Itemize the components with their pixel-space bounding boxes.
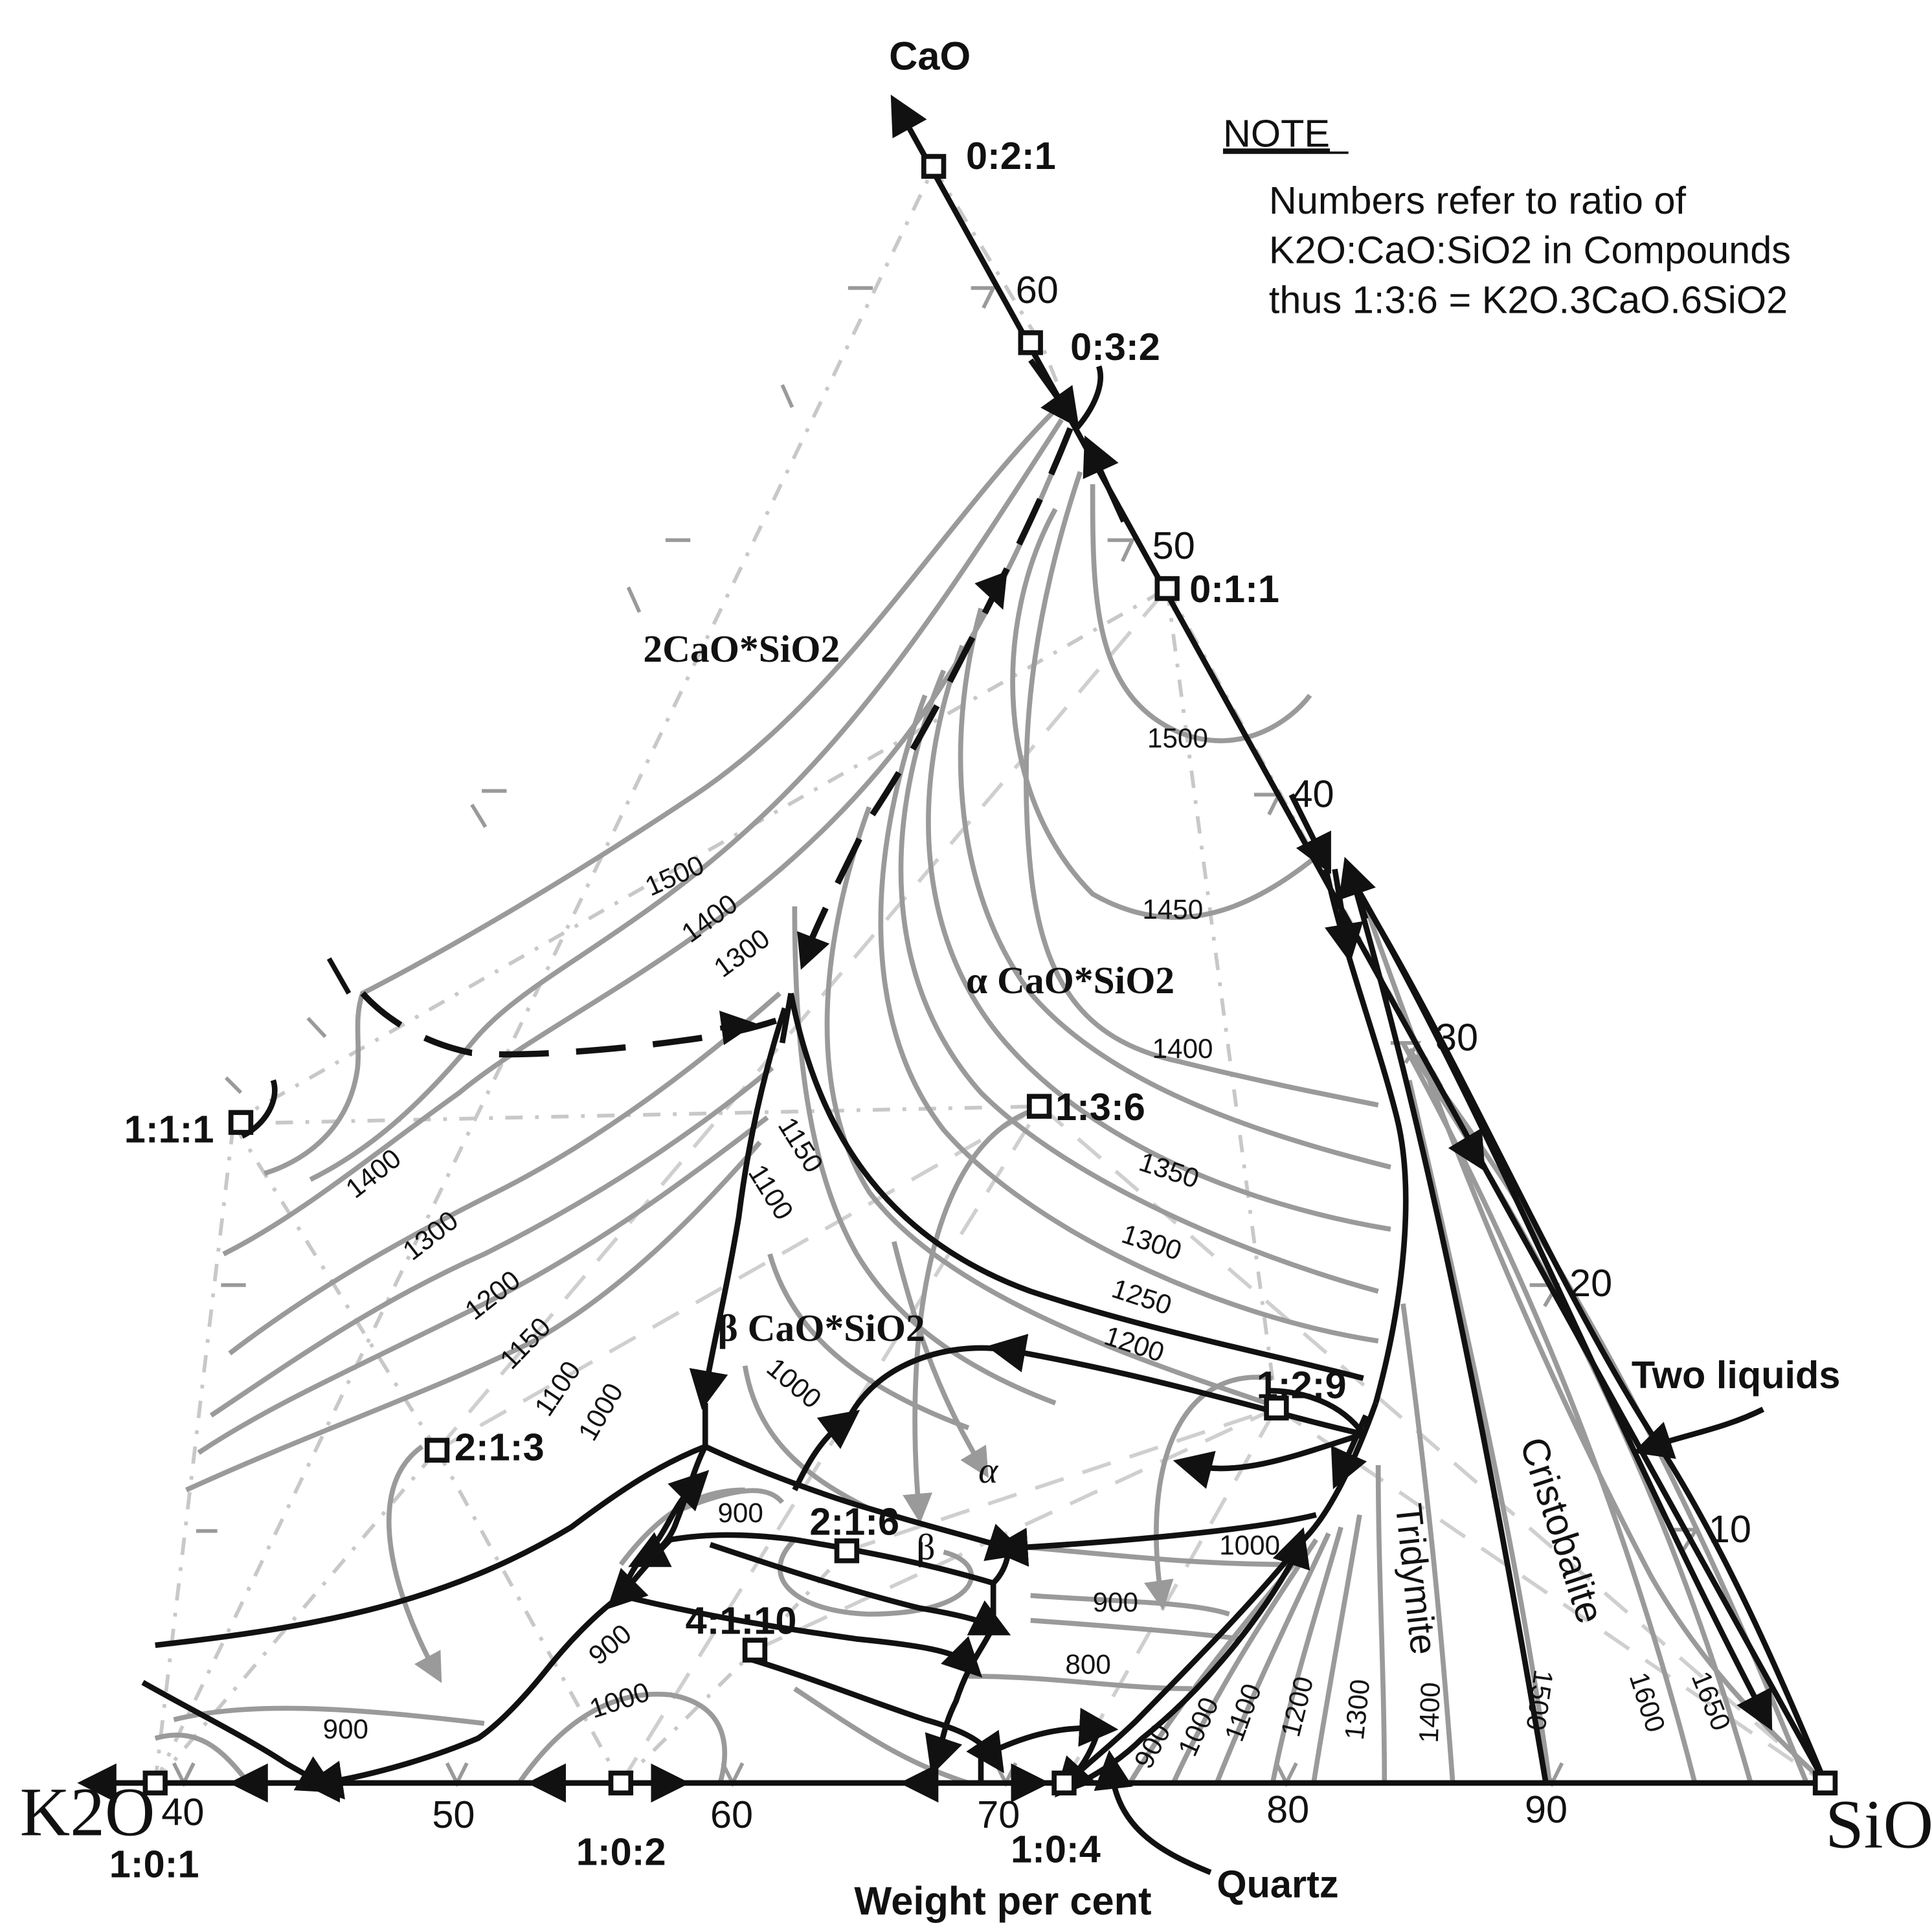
- compound-1-3-6: 1:3:6: [1055, 1085, 1145, 1129]
- bottom-tick: 50: [432, 1793, 475, 1836]
- bottom-tick: 90: [1525, 1788, 1567, 1831]
- compound-markers: [142, 153, 1838, 1796]
- phase-label-beta-cs: β CaO*SiO2: [717, 1307, 925, 1349]
- compound-2-1-3: 2:1:3: [455, 1425, 545, 1468]
- compound-1-1-1: 1:1:1: [124, 1107, 214, 1151]
- bottom-tick: 70: [977, 1793, 1020, 1836]
- compound-0-1-1: 0:1:1: [1189, 567, 1279, 611]
- isotherm-label: 800: [1065, 1649, 1110, 1679]
- left-tick-marks: [196, 286, 873, 1533]
- isotherm-label: 1200: [459, 1264, 526, 1326]
- isotherm-label: 900: [323, 1714, 368, 1744]
- phase-label-alpha: α: [978, 1450, 999, 1491]
- isotherm-label: 1000: [586, 1676, 653, 1724]
- isotherm-label: 1400: [340, 1143, 407, 1204]
- compound-1-0-2: 1:0:2: [576, 1830, 666, 1873]
- right-tick: 40: [1291, 772, 1334, 816]
- isotherm-label: 1100: [528, 1356, 587, 1422]
- isotherm-label: 900: [1093, 1587, 1138, 1617]
- note-line-3: thus 1:3:6 = K2O.3CaO.6SiO2: [1269, 278, 1788, 321]
- isotherm-label: 1300: [708, 923, 776, 983]
- axis-label: Weight per cent: [854, 1879, 1151, 1924]
- note-line-1: Numbers refer to ratio of: [1269, 179, 1687, 222]
- note-box: NOTE Numbers refer to ratio of K2O:CaO:S…: [1222, 111, 1791, 321]
- right-tick: 20: [1569, 1261, 1612, 1305]
- isotherm-label: 1300: [1339, 1678, 1376, 1741]
- compound-1-2-9: 1:2:9: [1257, 1363, 1347, 1406]
- corner-label-cao: CaO: [889, 34, 971, 78]
- isotherm-label: 1100: [1219, 1679, 1267, 1745]
- bottom-tick: 80: [1266, 1788, 1309, 1831]
- two-liquids-arrow: [1632, 1406, 1765, 1459]
- quartz-arrow: [1094, 1749, 1212, 1875]
- right-tick: 50: [1152, 524, 1195, 567]
- compound-1-0-1: 1:0:1: [109, 1843, 199, 1886]
- isotherm-label: 1000: [572, 1378, 629, 1446]
- phase-label-c2s: 2CaO*SiO2: [643, 627, 840, 670]
- phase-label-alpha-cs: α CaO*SiO2: [966, 959, 1174, 1002]
- isotherm-label: 900: [583, 1618, 637, 1670]
- isotherm-label: 1000: [1219, 1530, 1280, 1560]
- note-heading: NOTE: [1223, 111, 1330, 155]
- isotherm-label: 1500: [1147, 723, 1208, 753]
- compound-0-2-1: 0:2:1: [966, 134, 1056, 177]
- right-tick: 10: [1709, 1507, 1751, 1551]
- left-edge-mark: [326, 957, 352, 995]
- compound-2-1-6: 2:1:6: [809, 1500, 899, 1543]
- isotherm-label: 1450: [1142, 894, 1203, 925]
- bottom-axis-ticks: 40 50 60 70 80 90: [161, 1788, 1567, 1836]
- right-tick: 60: [1016, 268, 1059, 311]
- dashed-boundary: [360, 427, 1073, 1058]
- corner-label-k2o: K2O: [20, 1773, 155, 1850]
- isotherm-label: 1100: [743, 1159, 800, 1225]
- compound-labels: 0:2:1 0:3:2 0:1:1 1:1:1 1:3:6 1:2:9 2:1:…: [109, 134, 1347, 1886]
- isotherm-label: 1200: [1275, 1674, 1319, 1740]
- phase-label-cristobalite: Cristobalite: [1512, 1432, 1613, 1628]
- isotherm-label: 1000: [761, 1352, 827, 1414]
- compound-4-1-10: 4:1:10: [686, 1599, 797, 1643]
- note-line-2: K2O:CaO:SiO2 in Compounds: [1269, 229, 1791, 272]
- phase-label-tridymite: Tridymite: [1387, 1501, 1444, 1657]
- phase-label-beta: β: [916, 1527, 935, 1568]
- corner-label-sio2: SiO2: [1825, 1786, 1932, 1863]
- bottom-tick: 60: [710, 1793, 753, 1836]
- isotherm-label: 900: [717, 1498, 763, 1528]
- compound-1-0-4: 1:0:4: [1011, 1828, 1101, 1871]
- bottom-tick: 40: [161, 1790, 204, 1834]
- isotherm-label: 1400: [1413, 1681, 1446, 1743]
- isotherm-label: 1400: [1152, 1033, 1213, 1064]
- phase-label-quartz: Quartz: [1217, 1862, 1338, 1905]
- right-tick: 30: [1435, 1015, 1478, 1059]
- phase-label-two-liquids: Two liquids: [1632, 1353, 1840, 1397]
- right-axis-ticks: 60 50 40 30 20 10: [1016, 268, 1751, 1551]
- isotherm-label: 1500: [640, 849, 708, 902]
- isotherm-label: 1350: [1136, 1146, 1203, 1194]
- compound-0-3-2: 0:3:2: [1070, 325, 1160, 368]
